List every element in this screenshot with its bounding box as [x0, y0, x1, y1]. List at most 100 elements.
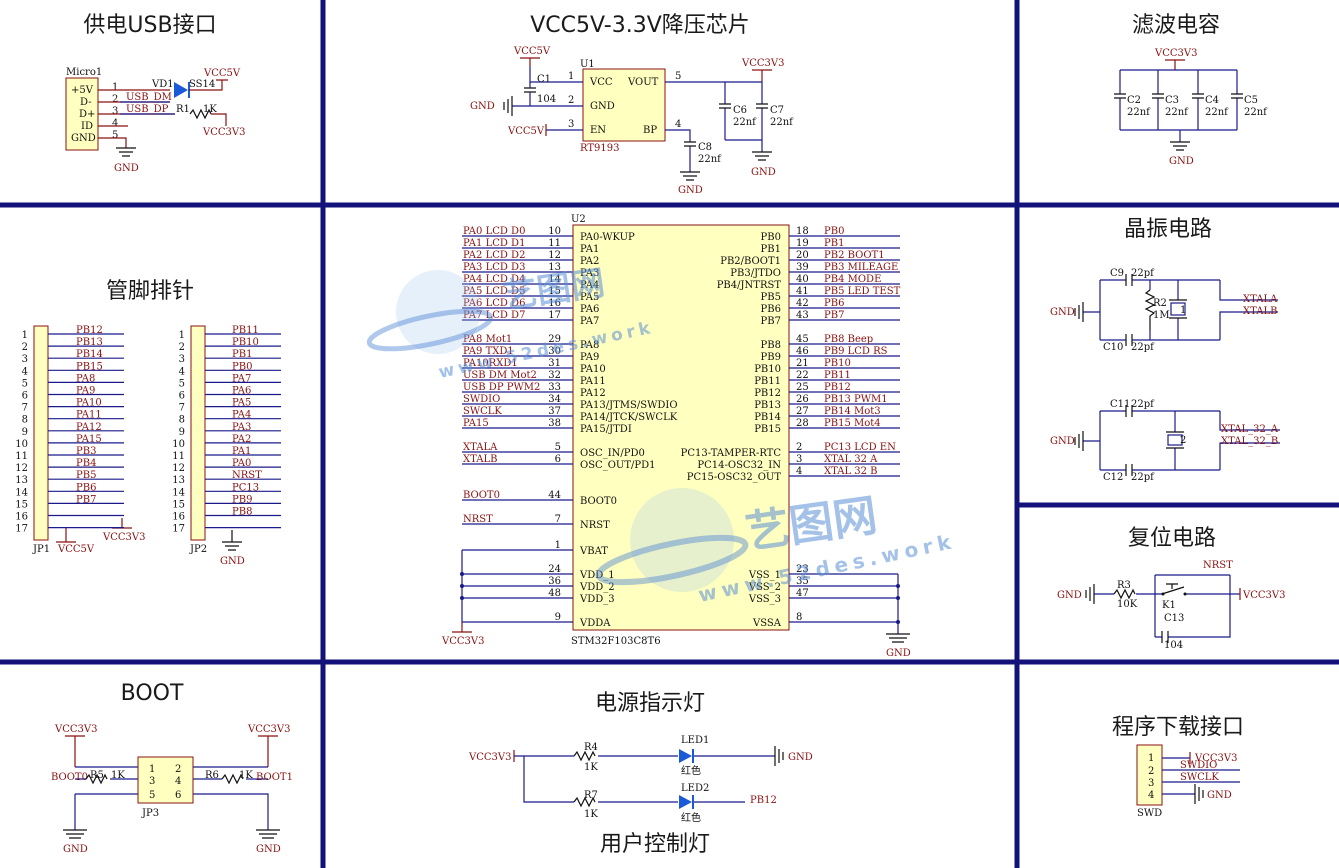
- usb-gnd: GND: [114, 163, 139, 174]
- jp1-net: PB12: [76, 325, 103, 336]
- ldo-pin-label: VCC: [589, 77, 613, 88]
- jp2-body: [190, 325, 206, 541]
- resistor-icon: [221, 773, 244, 785]
- mcu-pin-name: VSS_2: [748, 582, 781, 593]
- jp2-pin-num: 13: [172, 475, 185, 486]
- usb-net-dm: USB_DM: [126, 92, 172, 103]
- ldo-pin-num: 2: [568, 95, 574, 106]
- mcu-net-right: PB9 LCD RS: [824, 346, 888, 357]
- filter-cap-ref: C2: [1127, 95, 1141, 106]
- c7-val: 22nf: [770, 117, 794, 128]
- title-ldo: VCC5V-3.3V降压芯片: [530, 13, 750, 38]
- jp1-ref: JP1: [32, 544, 50, 555]
- jp2-pin-num: 6: [179, 391, 185, 402]
- ldo-pin-label: EN: [590, 125, 606, 136]
- usb-res-val: 1K: [203, 104, 217, 115]
- jp2-net: PA1: [232, 446, 251, 457]
- title-usb: 供电USB接口: [83, 13, 216, 38]
- c1-ref: C1: [537, 74, 551, 85]
- resistor-icon: [573, 796, 596, 808]
- y2-label: 2: [1180, 435, 1186, 446]
- title-download: 程序下载接口: [1112, 715, 1244, 740]
- swd-pin-num: 4: [1148, 790, 1154, 801]
- section-titles: 供电USB接口 VCC5V-3.3V降压芯片 滤波电容 管脚排针 晶振电路 复位…: [83, 13, 1244, 857]
- jp2-net: PA6: [232, 386, 251, 397]
- mcu-pin-name: VDD_2: [579, 582, 615, 593]
- title-user-led: 用户控制灯: [600, 832, 710, 857]
- jp2-ref: JP2: [189, 544, 207, 555]
- mcu-pin-num: 31: [548, 358, 561, 369]
- usb-pin-label: ID: [81, 121, 93, 132]
- usb-pin-num: 1: [112, 82, 118, 93]
- jp3-pin-num: 5: [149, 790, 155, 801]
- mcu-pin-name: VDDA: [579, 618, 611, 629]
- jp2-net: PA0: [232, 458, 251, 469]
- mcu-pin-name: PC15-OSC32_OUT: [687, 472, 782, 483]
- usb-section: Micro1 +5V D- D+ ID GND 1 2 3 4 5 USB_DM…: [65, 67, 245, 174]
- jp2-net: PA2: [232, 434, 251, 445]
- mcu-net-left: USB DM Mot2: [463, 370, 537, 381]
- mcu-pin-num: 21: [796, 358, 809, 369]
- mcu-part: STM32F103C8T6: [571, 636, 661, 647]
- xtal32a-net: XTAL_32_A: [1221, 424, 1279, 435]
- mcu-pin-num: 26: [796, 394, 809, 405]
- ground-icon: [680, 171, 700, 181]
- diode-icon: [174, 82, 188, 98]
- mcu-pin-num: 19: [796, 238, 809, 249]
- jp1-net: PB4: [76, 458, 96, 469]
- led-gnd: GND: [788, 752, 813, 763]
- swd-net-vcc: VCC3V3: [1194, 753, 1237, 764]
- mcu-pin-num: 1: [555, 540, 561, 551]
- led2-ref: LED2: [681, 783, 709, 794]
- mcu-pin-num: 22: [796, 370, 809, 381]
- jp1-net: PB6: [76, 482, 96, 493]
- usb-pin-label: D-: [80, 97, 92, 108]
- jp2-pin-num: 5: [179, 378, 185, 389]
- jp1-pin-num: 15: [15, 499, 28, 510]
- jp1-pin-num: 12: [15, 463, 28, 474]
- c11-val: 22pf: [1131, 399, 1155, 410]
- jp1-net: PB13: [76, 337, 103, 348]
- jp2-net: PA4: [232, 410, 251, 421]
- jp2-net: PB0: [232, 361, 252, 372]
- boot-vcc-left: VCC3V3: [54, 724, 97, 735]
- mcu-pin-name: VDD_1: [579, 570, 615, 581]
- swd-net-gnd: GND: [1207, 790, 1232, 801]
- mcu-net-left: PA8 Mot1: [463, 334, 512, 345]
- title-filter: 滤波电容: [1132, 13, 1220, 38]
- c13-ref: C13: [1164, 613, 1184, 624]
- mcu-pin-name: PB5: [761, 292, 781, 303]
- jp1-net: PA8: [76, 373, 95, 384]
- c9-val: 22pf: [1131, 268, 1155, 279]
- mcu-pin-num: 32: [548, 370, 561, 381]
- c13-val: 104: [1164, 640, 1183, 651]
- ldo-gnd-out: GND: [751, 167, 776, 178]
- usb-pin-label: +5V: [71, 85, 94, 96]
- ldo-pin-num: 1: [568, 71, 574, 82]
- mcu-pin-name: PA5: [580, 292, 599, 303]
- mcu-net-left: PA10RXD1: [463, 358, 518, 369]
- jp2-net: PB9: [232, 494, 252, 505]
- mcu-net-right: PB3 MILEAGE: [824, 262, 898, 273]
- mcu-pin-num: 2: [796, 442, 802, 453]
- usb-vcc33: VCC3V3: [202, 127, 245, 138]
- jp1-pin-num: 1: [22, 330, 28, 341]
- c6-ref: C6: [733, 105, 747, 116]
- mcu-net-left: USB DP PWM2: [463, 382, 540, 393]
- ldo-gnd-left: GND: [470, 101, 495, 112]
- mcu-pin-num: 24: [548, 564, 561, 575]
- filter-cap-val: 22nf: [1127, 107, 1151, 118]
- jp3-pin-num: 3: [149, 776, 155, 787]
- jp2-pin-num: 1: [179, 330, 185, 341]
- jp1-pin-num: 7: [22, 403, 28, 414]
- mcu-pin-name: PA0-WKUP: [580, 232, 635, 243]
- mcu-pin-name: PA13/JTMS/SWDIO: [580, 400, 678, 411]
- mcu-pin-num: 25: [796, 382, 809, 393]
- mcu-pin-num: 27: [796, 406, 809, 417]
- reset-net: NRST: [1203, 560, 1233, 571]
- ground-icon: [1074, 302, 1084, 322]
- swd-pin-num: 1: [1148, 753, 1154, 764]
- mcu-vcc: VCC3V3: [441, 636, 484, 647]
- led-icon: [679, 749, 692, 763]
